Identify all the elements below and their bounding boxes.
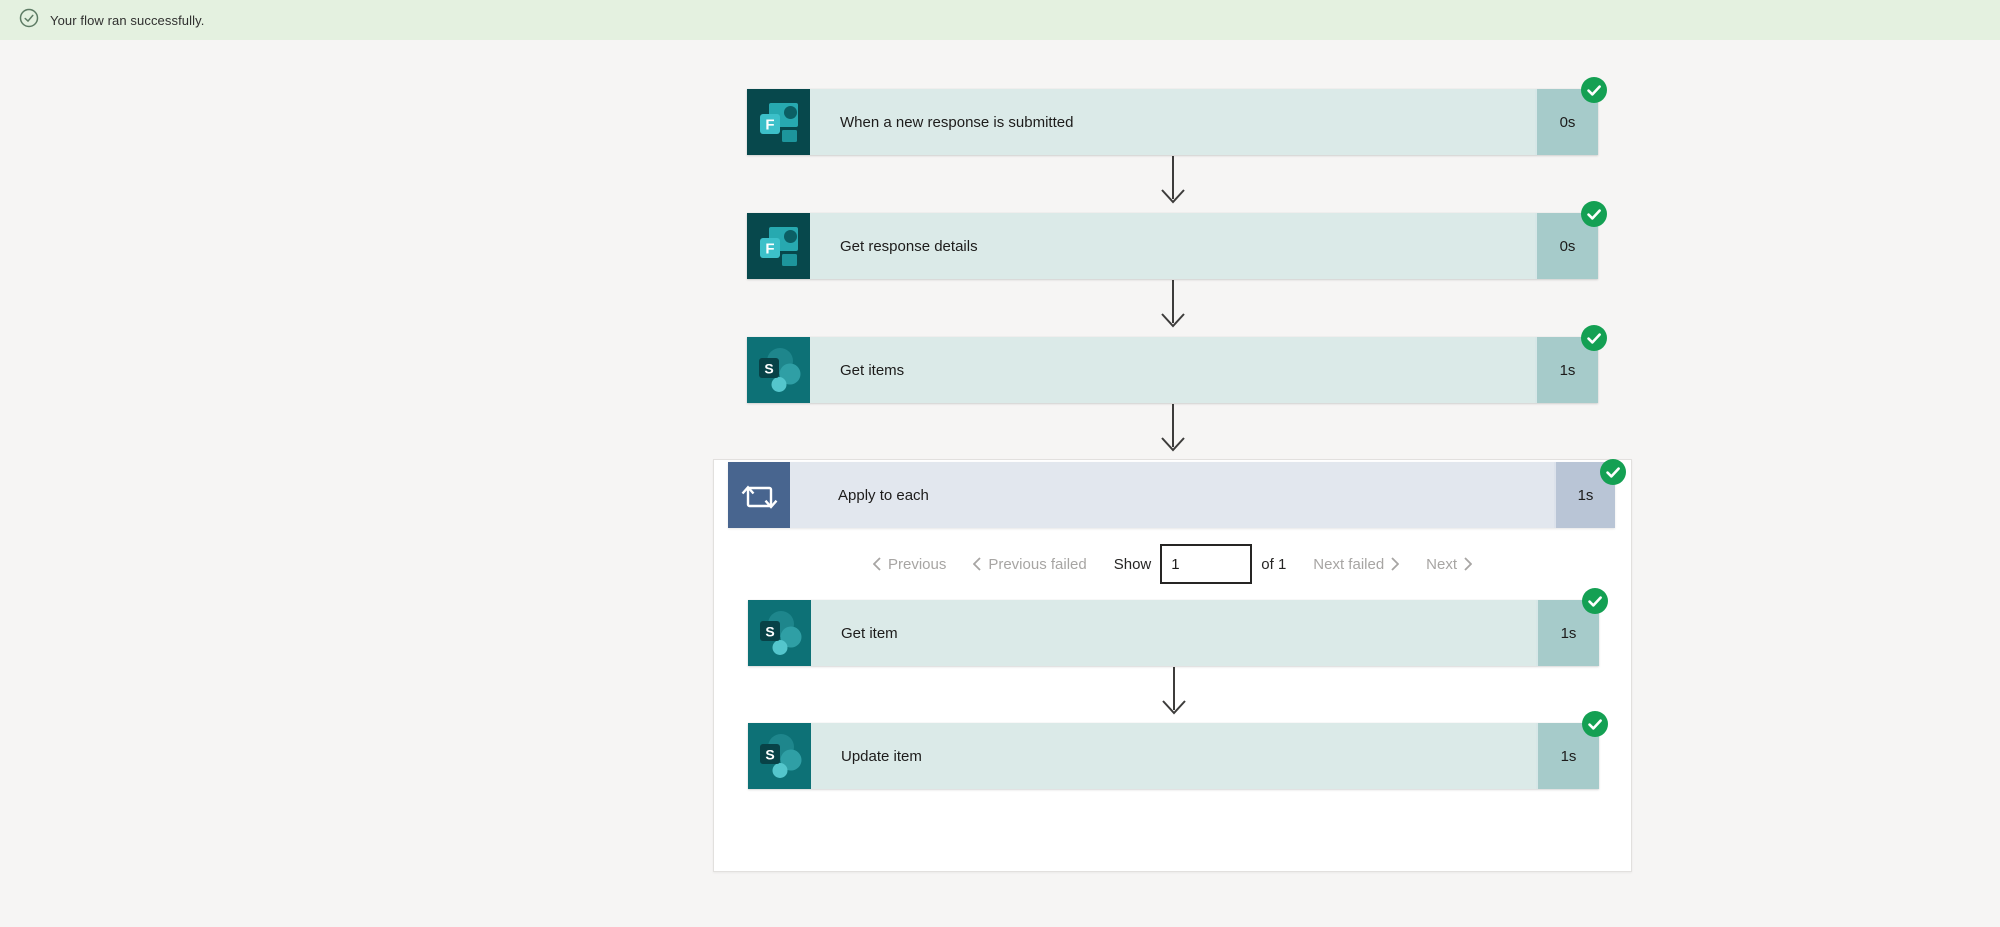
step-duration: 1s: [1554, 462, 1615, 528]
status-succeeded-icon: [1579, 75, 1609, 105]
forms-icon: [747, 89, 810, 155]
connector-down-arrow: [747, 403, 1598, 459]
sharepoint-icon: [747, 337, 810, 403]
connector-down-arrow: [747, 279, 1598, 337]
step-title: Get response details: [810, 213, 1535, 279]
banner-message: Your flow ran successfully.: [50, 12, 205, 28]
step-title: When a new response is submitted: [810, 89, 1535, 155]
status-succeeded-icon: [1579, 323, 1609, 353]
step-card-apply-to-each[interactable]: Apply to each 1s: [728, 457, 1628, 528]
status-succeeded-icon: [1580, 709, 1610, 739]
step-title: Update item: [811, 723, 1536, 789]
previous-failed-button[interactable]: Previous failed: [973, 556, 1087, 573]
status-succeeded-icon: [1580, 586, 1610, 616]
next-button[interactable]: Next: [1426, 556, 1473, 573]
chevron-right-icon: [1464, 557, 1473, 571]
check-circle-icon: [19, 8, 39, 33]
step-card-update-item[interactable]: Update item 1s: [748, 709, 1610, 789]
step-card-get-items[interactable]: Get items 1s: [747, 323, 1609, 403]
loop-iteration-pagination: Previous Previous failed Show of 1 Next …: [714, 528, 1631, 600]
sharepoint-icon: [748, 600, 811, 666]
previous-button[interactable]: Previous: [872, 556, 946, 573]
step-card-when-a-new-response-is-submitted[interactable]: When a new response is submitted 0s: [747, 75, 1609, 155]
status-succeeded-icon: [1579, 199, 1609, 229]
step-duration: 1s: [1536, 600, 1599, 666]
sharepoint-icon: [748, 723, 811, 789]
connector-down-arrow: [747, 155, 1598, 213]
step-card-get-item[interactable]: Get item 1s: [748, 586, 1610, 666]
chevron-left-icon: [872, 557, 881, 571]
chevron-right-icon: [1391, 557, 1400, 571]
step-title: Apply to each: [790, 462, 1554, 528]
iteration-selector: Show of 1: [1113, 544, 1287, 584]
iteration-index-input[interactable]: [1160, 544, 1253, 584]
chevron-left-icon: [973, 557, 981, 571]
next-failed-button[interactable]: Next failed: [1313, 556, 1400, 573]
connector-down-arrow: [748, 666, 1599, 723]
apply-to-each-container: Apply to each 1s Previous: [713, 457, 1632, 872]
loop-icon: [728, 462, 790, 528]
flow-diagram: When a new response is submitted 0s Get …: [713, 75, 1632, 872]
forms-icon: [747, 213, 810, 279]
flow-success-banner: Your flow ran successfully.: [0, 0, 2000, 40]
status-succeeded-icon: [1598, 457, 1628, 487]
step-title: Get item: [811, 600, 1536, 666]
step-card-get-response-details[interactable]: Get response details 0s: [747, 199, 1609, 279]
show-label: Show: [1113, 555, 1152, 573]
step-title: Get items: [810, 337, 1535, 403]
of-label: of 1: [1261, 555, 1287, 573]
